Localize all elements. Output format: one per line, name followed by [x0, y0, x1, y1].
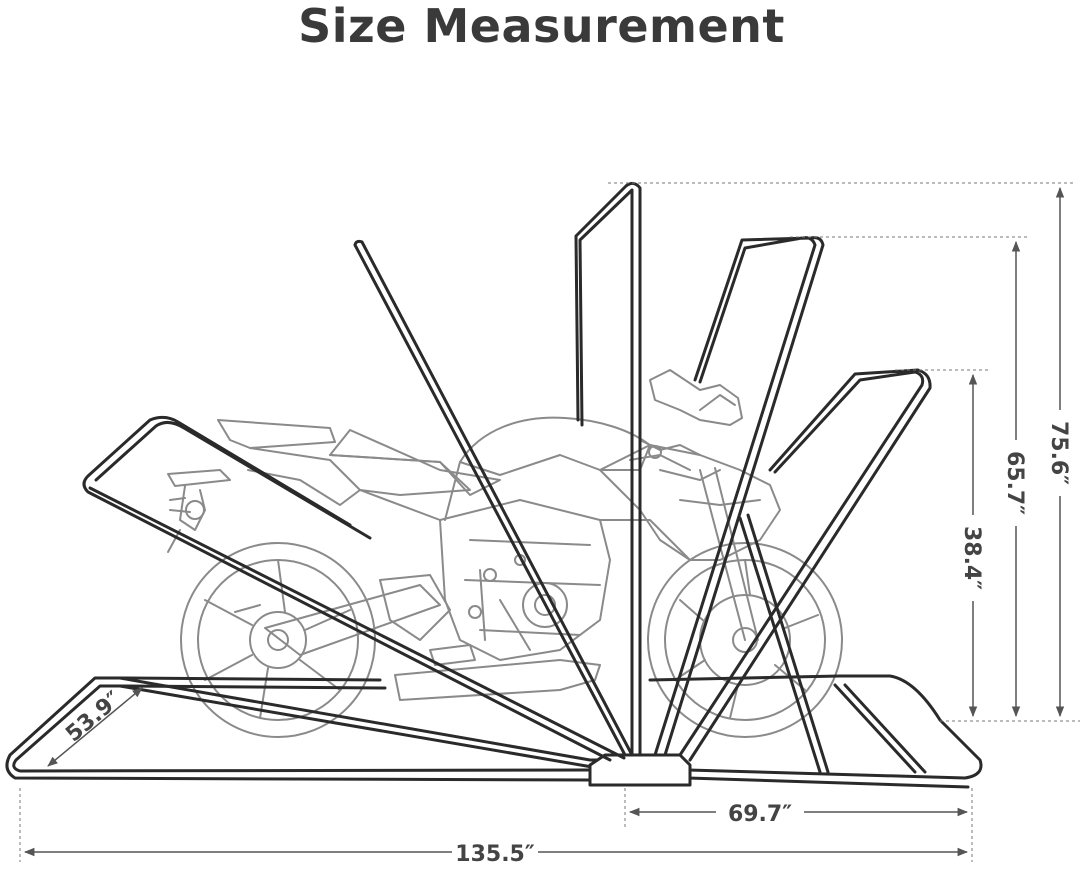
height-mid-label: 65.7″ [1002, 451, 1027, 515]
shelter-frame [5, 181, 983, 789]
total-length-label: 135.5″ [455, 842, 535, 867]
front-hoop-low [678, 368, 932, 762]
front-brace [738, 513, 830, 774]
width-line [47, 687, 143, 767]
seat [329, 429, 501, 496]
height-max-label: 75.6″ [1046, 421, 1071, 485]
exhaust [394, 659, 601, 701]
rear-wheel [180, 542, 376, 738]
swing-arm [264, 584, 441, 656]
height-low-label: 38.4″ [959, 526, 984, 590]
base-frame-right [686, 674, 983, 780]
tail-section [217, 419, 336, 449]
fuel-tank [459, 416, 651, 476]
front-hoop-mid [653, 236, 825, 757]
base-frame-left [5, 676, 602, 782]
dimension-guides [19, 182, 1080, 862]
hub-base [588, 753, 692, 787]
front-forks [699, 467, 759, 641]
fairing [599, 444, 781, 561]
width-label: 53.9″ [61, 687, 126, 747]
engine [439, 499, 611, 661]
page-title: Size Measurement [298, 0, 785, 53]
rear-hoop [82, 415, 626, 762]
motorcycle-illustration [167, 369, 843, 738]
support-pole-left [353, 239, 634, 757]
front-length-label: 69.7″ [728, 802, 792, 827]
